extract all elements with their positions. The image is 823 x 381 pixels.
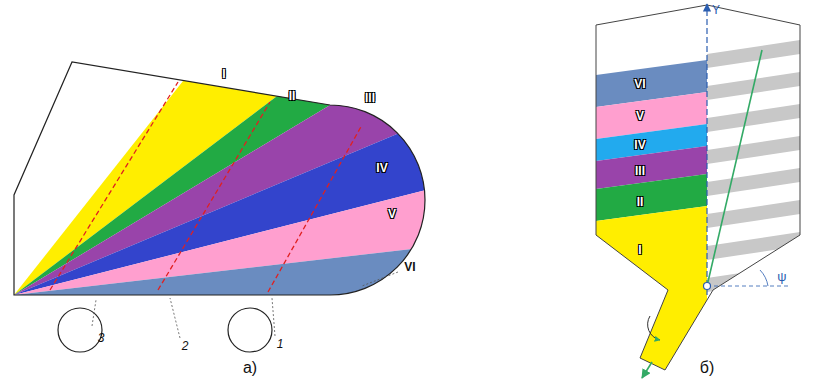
roman-numeral: III — [365, 91, 375, 105]
pivot — [704, 283, 711, 290]
wheel — [228, 308, 272, 352]
flow-stripe — [707, 136, 800, 164]
sector-region: I — [222, 67, 225, 81]
layer-band: I — [638, 243, 641, 257]
layer-band: V — [636, 109, 644, 123]
roman-numeral: VI — [404, 260, 415, 274]
panel-caption: б) — [700, 359, 715, 377]
roman-numeral: II — [289, 89, 296, 103]
layer-band: III — [635, 164, 645, 178]
angle-arc — [760, 270, 768, 286]
roman-numeral: VI — [634, 77, 645, 91]
sector-region: III — [365, 91, 375, 105]
hopper-fill — [596, 0, 807, 381]
flow-stripe — [707, 296, 800, 324]
wheel — [58, 308, 102, 352]
y-axis — [706, 4, 707, 295]
roman-numeral: IV — [634, 138, 645, 152]
leader-lines — [92, 272, 398, 338]
sector-region: IV — [376, 161, 387, 175]
layer-band: II — [637, 195, 644, 209]
roman-numeral: V — [636, 109, 644, 123]
flow-arrow — [642, 362, 652, 378]
flow-stripe — [707, 264, 800, 292]
sector-region: II — [289, 89, 296, 103]
rotation-arrow — [648, 316, 660, 340]
flow-stripe — [707, 104, 800, 132]
sector-region: V — [388, 207, 396, 221]
callout-number: 3 — [98, 331, 105, 345]
flow-stripe — [707, 40, 800, 68]
roman-numeral: II — [637, 195, 644, 209]
hopper-outline — [596, 5, 800, 370]
sector — [14, 226, 614, 316]
axis-label: Y — [712, 3, 720, 17]
roman-numeral: I — [222, 67, 225, 81]
roman-numeral: IV — [376, 161, 387, 175]
layer-band: VI — [634, 77, 645, 91]
body-outline — [14, 62, 425, 295]
callout-number: 1 — [277, 337, 284, 351]
layer-band: IV — [634, 138, 645, 152]
axis-label: ψ — [777, 269, 786, 284]
sector-region: VI — [404, 260, 415, 274]
roman-numeral: V — [388, 207, 396, 221]
slip-line — [707, 50, 762, 286]
reference-line — [707, 286, 790, 287]
flow-stripe — [707, 232, 800, 260]
roman-numeral: III — [635, 164, 645, 178]
panel-caption: а) — [243, 359, 257, 377]
roman-numeral: I — [638, 243, 641, 257]
sector-fan — [14, 0, 614, 316]
flow-stripe — [707, 168, 800, 196]
callout-number: 2 — [182, 339, 189, 353]
section-lines — [50, 82, 362, 292]
